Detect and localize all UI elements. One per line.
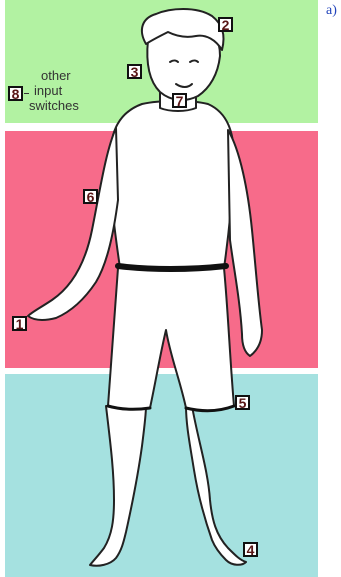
switch-1-marker: 1 <box>12 316 27 331</box>
label-line-3: switches <box>29 98 79 113</box>
right-arm <box>228 130 262 356</box>
torso <box>110 101 234 268</box>
panel-letter: a) <box>326 3 337 19</box>
belt <box>118 266 226 269</box>
label-line-2: input <box>29 83 79 98</box>
label-line-1: other <box>29 68 79 83</box>
switch-4-marker: 4 <box>243 542 258 557</box>
other-input-switches-label: other input switches <box>29 68 79 113</box>
switch-3-marker: 3 <box>127 64 142 79</box>
switch-8-marker: 8 <box>8 86 23 101</box>
switch-7-marker: 7 <box>172 93 187 108</box>
shorts <box>108 268 234 411</box>
left-arm <box>28 128 118 320</box>
switch-6-marker: 6 <box>83 189 98 204</box>
switch-5-marker: 5 <box>235 395 250 410</box>
switch-2-marker: 2 <box>218 17 233 32</box>
right-leg <box>186 406 246 565</box>
left-leg <box>90 406 146 566</box>
